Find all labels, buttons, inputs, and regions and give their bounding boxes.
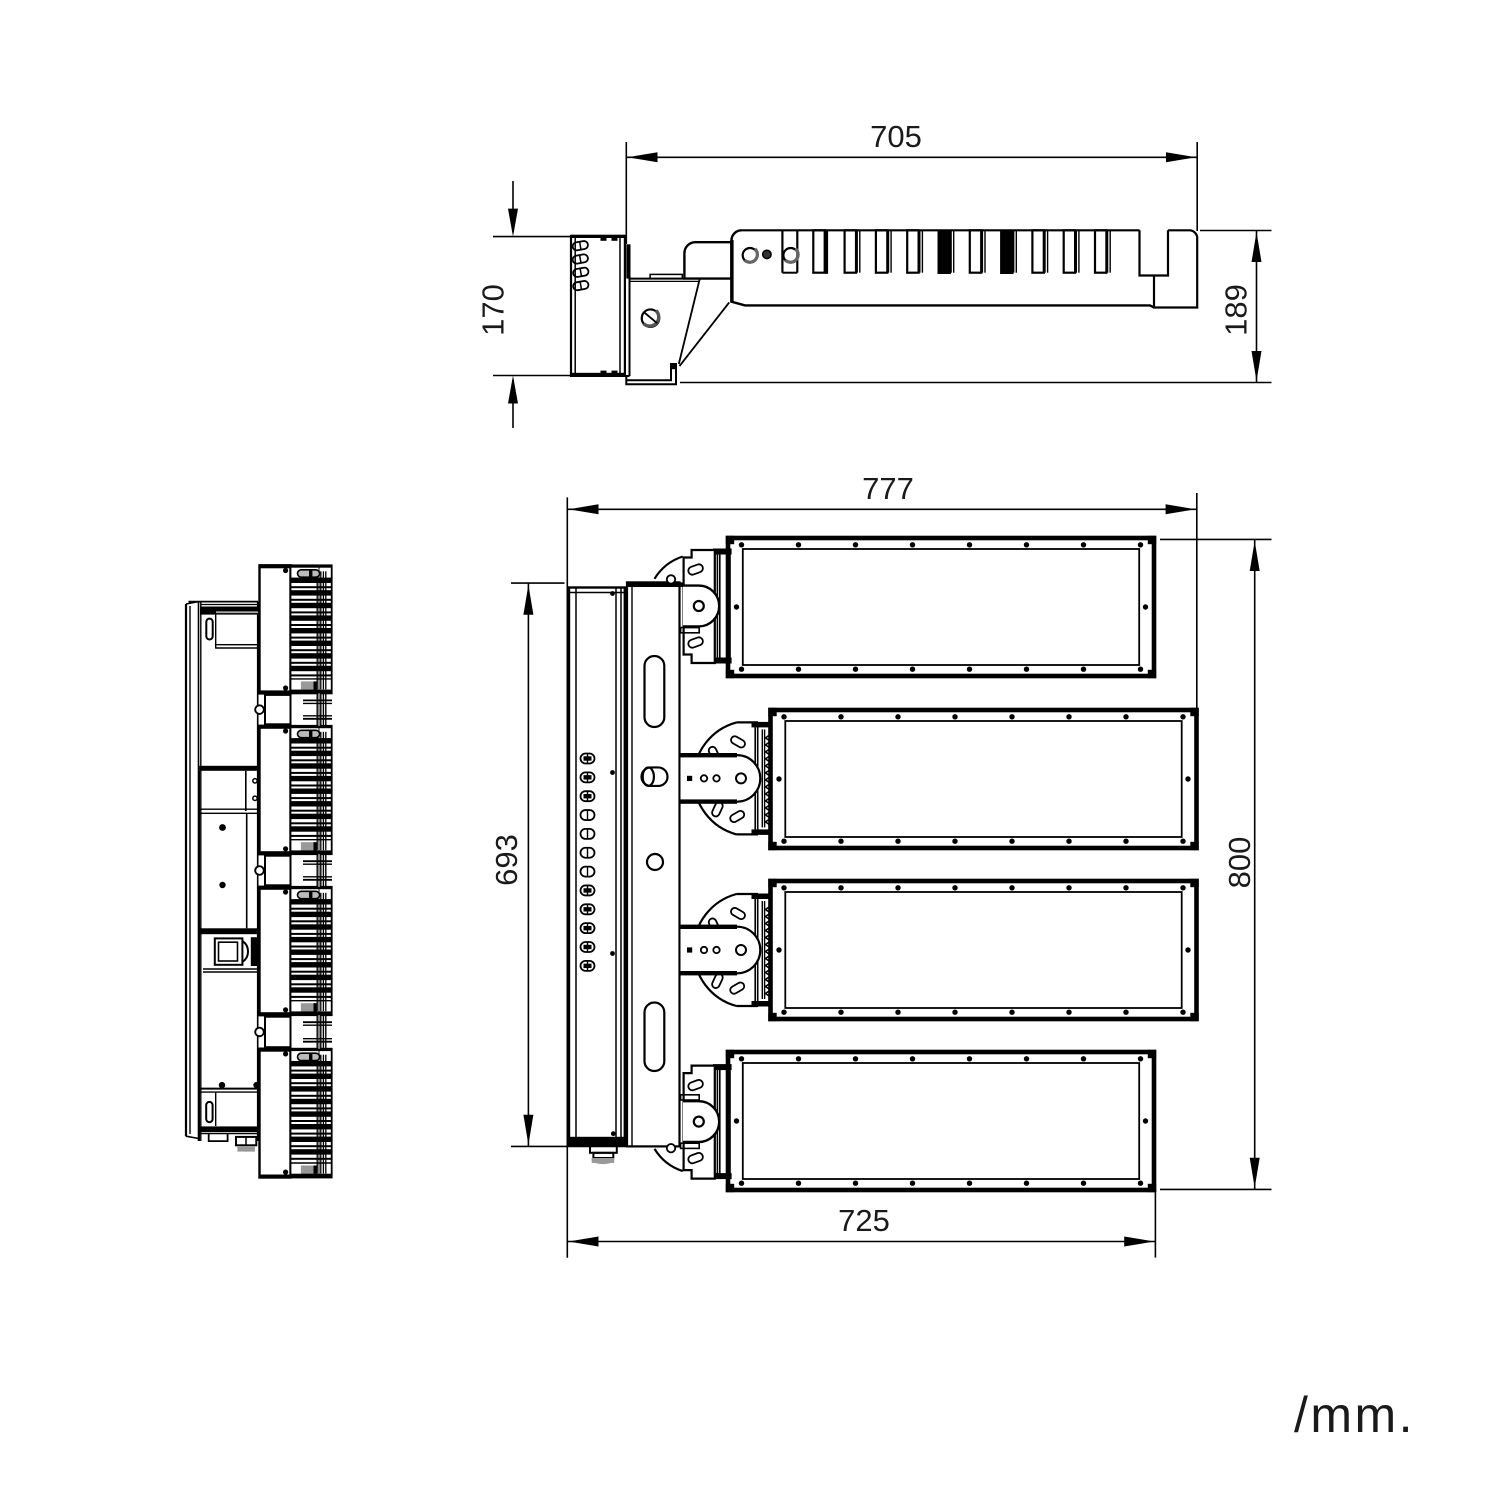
svg-text:777: 777 (862, 471, 914, 506)
svg-text:800: 800 (1222, 837, 1257, 889)
svg-text:693: 693 (489, 834, 524, 886)
svg-text:725: 725 (838, 1203, 890, 1238)
svg-text:705: 705 (870, 119, 922, 154)
svg-text:170: 170 (476, 284, 511, 336)
svg-text:189: 189 (1219, 284, 1254, 336)
svg-text:/mm.: /mm. (1294, 1387, 1415, 1443)
